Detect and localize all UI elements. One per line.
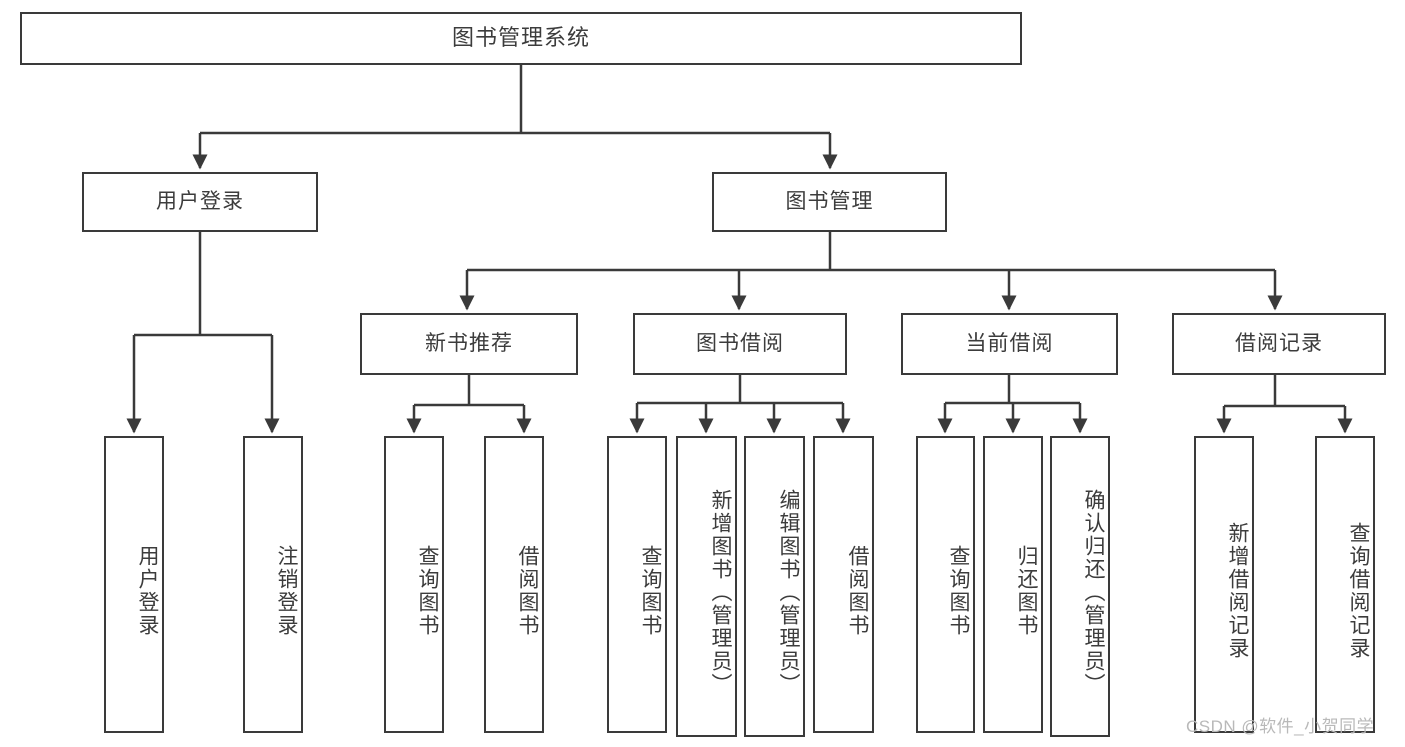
node-book-management[interactable]: 图书管理 xyxy=(712,172,947,232)
node-root-system[interactable]: 图书管理系统 xyxy=(20,12,1022,65)
node-borrow-record[interactable]: 借阅记录 xyxy=(1172,313,1386,375)
leaf-confirm-return-admin[interactable]: 确认归还（管理员） xyxy=(1050,436,1110,737)
leaf-query-borrow-record[interactable]: 查询借阅记录 xyxy=(1315,436,1375,733)
leaf-query-book-recommend[interactable]: 查询图书 xyxy=(384,436,444,733)
leaf-query-book-current[interactable]: 查询图书 xyxy=(916,436,975,733)
node-new-book-recommend[interactable]: 新书推荐 xyxy=(360,313,578,375)
node-user-login[interactable]: 用户登录 xyxy=(82,172,318,232)
leaf-user-login[interactable]: 用户登录 xyxy=(104,436,164,733)
watermark-text: CSDN @软件_小贺同学 xyxy=(1186,717,1375,736)
leaf-borrow-book-recommend[interactable]: 借阅图书 xyxy=(484,436,544,733)
leaf-logout-login[interactable]: 注销登录 xyxy=(243,436,303,733)
leaf-add-book-admin[interactable]: 新增图书（管理员） xyxy=(676,436,737,737)
leaf-return-book[interactable]: 归还图书 xyxy=(983,436,1043,733)
leaf-edit-book-admin[interactable]: 编辑图书（管理员） xyxy=(744,436,805,737)
leaf-query-book-borrow[interactable]: 查询图书 xyxy=(607,436,667,733)
node-book-borrow[interactable]: 图书借阅 xyxy=(633,313,847,375)
leaf-borrow-book[interactable]: 借阅图书 xyxy=(813,436,874,733)
leaf-add-borrow-record[interactable]: 新增借阅记录 xyxy=(1194,436,1254,733)
node-current-borrow[interactable]: 当前借阅 xyxy=(901,313,1118,375)
